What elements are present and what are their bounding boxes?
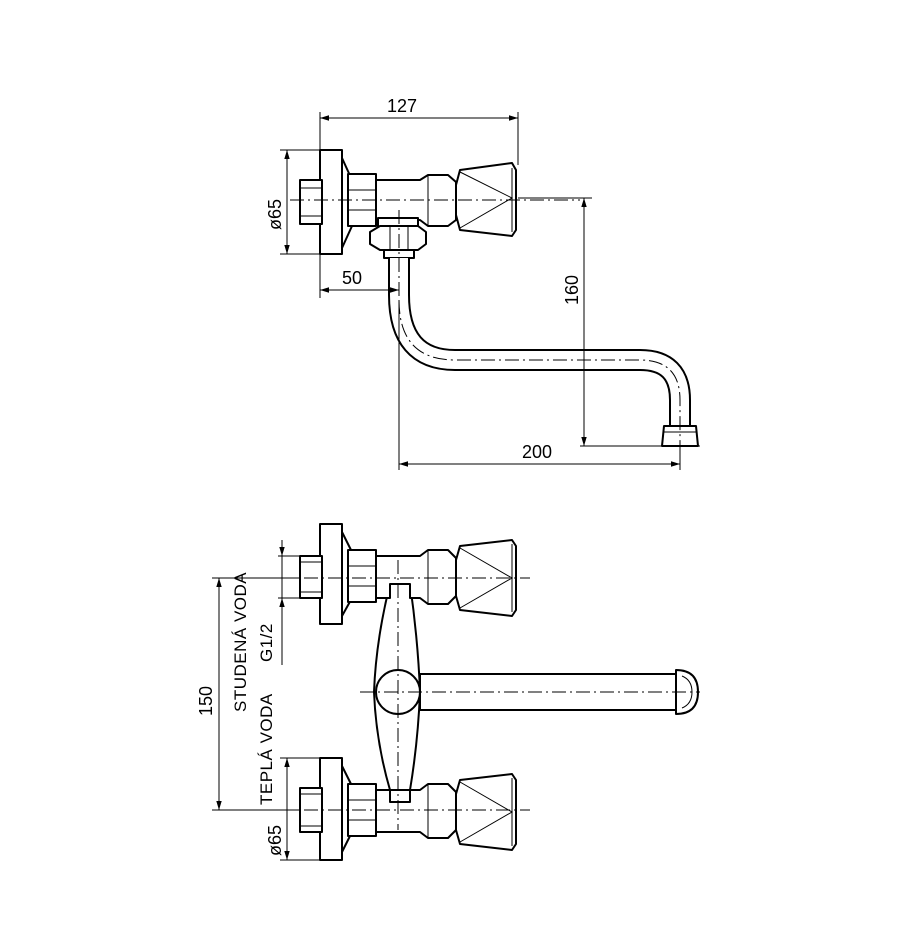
dim-50: 50 [319, 254, 399, 298]
label-cold-water: STUDENÁ VODA [231, 572, 250, 712]
dim-127: 127 [319, 96, 519, 165]
dim-200-label: 200 [522, 442, 552, 462]
dim-127-label: 127 [387, 96, 417, 116]
wall-flange [299, 149, 353, 255]
swivel-coupling [369, 217, 427, 259]
label-thread: G1/2 [257, 623, 276, 662]
top-view: 127 ø65 50 160 200 [265, 96, 700, 470]
dim-150: 150 [196, 577, 300, 811]
mixer-body [373, 583, 421, 791]
dim-flange-diameter-front: ø65 [265, 757, 320, 861]
label-hot-water: TEPLÁ VODA [257, 693, 276, 805]
dim-thread [278, 540, 300, 665]
dim-flange-diameter-top: ø65 [265, 149, 320, 255]
dim-160: 160 [518, 197, 700, 447]
dim-flange-diameter-top-label: ø65 [265, 199, 285, 230]
spout-pipe [388, 258, 699, 447]
dim-200: 200 [398, 300, 681, 470]
hot-valve [299, 757, 517, 861]
dim-50-label: 50 [342, 268, 362, 288]
dim-150-label: 150 [196, 686, 216, 716]
dim-160-label: 160 [562, 275, 582, 305]
dim-flange-diameter-front-label: ø65 [265, 825, 285, 856]
front-view: 150 ø65 STUDENÁ VODA G1/2 TEPLÁ VODA [196, 523, 700, 861]
